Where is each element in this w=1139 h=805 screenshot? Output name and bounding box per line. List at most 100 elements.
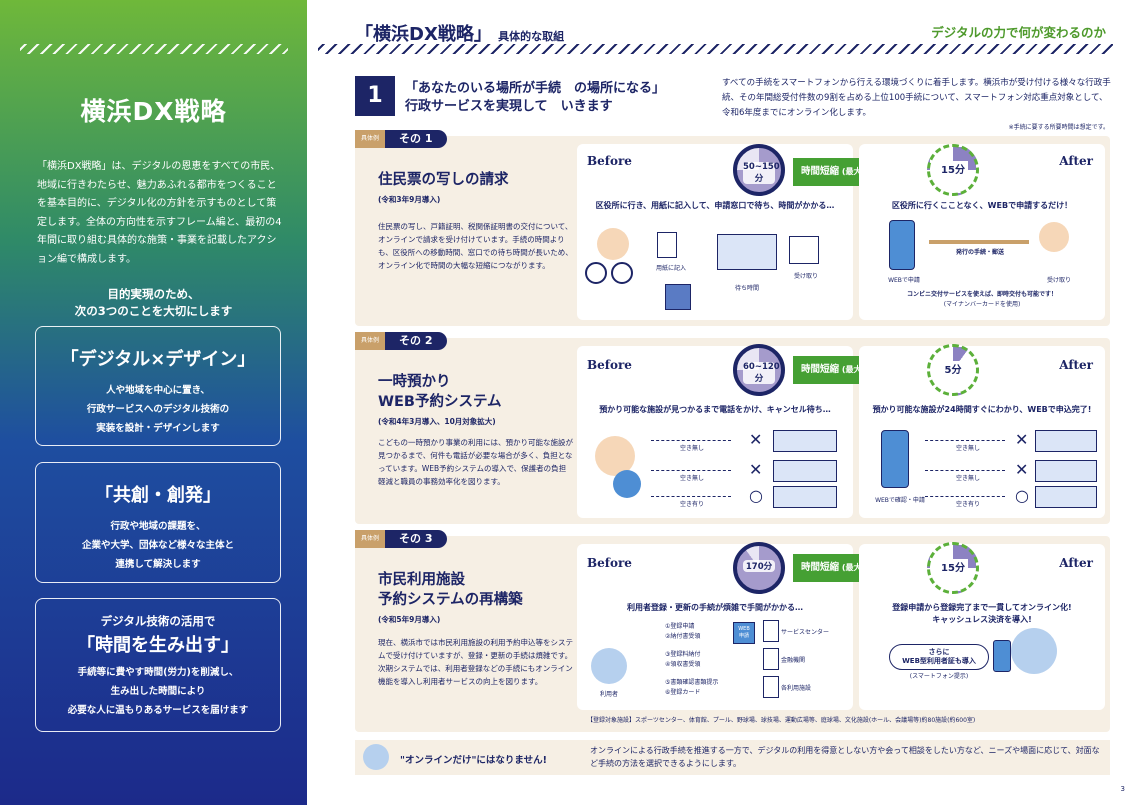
case-title: 市民利用施設 予約システムの再構築 — [378, 572, 523, 608]
chevron-band — [318, 44, 1113, 54]
counter-icon — [717, 234, 777, 270]
page-number: 3 — [1120, 785, 1125, 793]
status-label: 空き無し — [955, 475, 980, 482]
step-label: ③登録料納付 — [665, 651, 701, 658]
case-tag-small: 具体例 — [355, 332, 386, 350]
before-label: Before — [587, 556, 632, 570]
after-time: 15分 — [938, 559, 968, 574]
child-icon — [613, 470, 641, 498]
theme-line-1: 「あなたのいる場所が手続 の場所になる」 — [405, 81, 666, 96]
principle-heading: 「共創・創発」 — [95, 485, 221, 506]
dashed-line — [925, 496, 1005, 497]
smartphone-icon — [889, 220, 915, 270]
step-label: ①登録申請 — [665, 623, 695, 630]
step-label: ②納付書受領 — [665, 633, 701, 640]
principle-line: 実装を設計・デザインします — [96, 423, 220, 434]
before-caption: 預かり可能な施設が見つかるまで電話をかけ、キャンセル待ち… — [599, 405, 831, 414]
dashed-line — [925, 440, 1005, 441]
parent-icon — [595, 436, 635, 476]
principle-line: 必要な人に温もりあるサービスを届けます — [67, 705, 249, 716]
case-tag-small: 具体例 — [355, 130, 386, 148]
step-label: 受け取り — [1046, 277, 1071, 284]
cross-icon: ✕ — [749, 460, 763, 479]
principle-heading: 「デジタル×デザイン」 — [60, 349, 256, 370]
case-title: 住民票の写しの請求 — [378, 172, 509, 188]
facility-icon — [1035, 460, 1097, 482]
principle-line: 連携して解決します — [115, 559, 201, 570]
before-time: 60~120分 — [743, 362, 780, 384]
principle-line: 行政や地域の課題を、 — [110, 521, 206, 532]
principle-line: 行政サービスへのデジタル技術の — [86, 404, 230, 415]
chevron-band — [20, 44, 288, 54]
principle-text: 手続等に費やす時間(労力)を削減し、 生み出した時間により 必要な人に温もりある… — [36, 663, 280, 720]
case-date: (令和4年3月導入、10月対象拡大) — [378, 417, 496, 426]
theme-number: 1 — [355, 76, 395, 116]
after-time: 5分 — [938, 361, 968, 376]
footer-note: "オンラインだけ"にはなりません! オンラインによる行政手続を推進する一方で、デ… — [355, 740, 1110, 775]
dashed-line — [651, 470, 731, 471]
user-icon — [591, 648, 627, 684]
place-label: サービスセンター — [781, 629, 830, 636]
case-description: 住民票の写し、戸籍証明、税関係証明書の交付について、オンラインで請求を受け付けて… — [378, 222, 573, 270]
form-icon — [657, 232, 677, 258]
dashed-line — [651, 440, 731, 441]
principle-heading: 「時間を生み出す」 — [77, 635, 239, 656]
sidebar-intro: 「横浜DX戦略」は、デジタルの恩恵をすべての市民、地域に行きわたらせ、魅力あふれ… — [37, 161, 282, 265]
web-apply-icon: WEB 申請 — [733, 622, 755, 644]
bank-icon — [763, 648, 779, 670]
smartphone-icon — [881, 430, 909, 488]
after-label: After — [1059, 154, 1093, 168]
person-icon — [597, 228, 629, 260]
case-tag-label: その 3 — [385, 530, 447, 548]
case-title: 一時預かり WEB予約システム — [378, 374, 502, 410]
principle-text: 人や地域を中心に置き、 行政サービスへのデジタル技術の 実装を設計・デザインしま… — [36, 381, 280, 438]
after-time-dial: 15分 — [927, 144, 979, 196]
case-date: (令和5年9月導入) — [378, 615, 441, 624]
after-bubble-sub: (スマートフォン提示) — [909, 673, 969, 680]
theme-description: すべての手続をスマートフォンから行える環境づくりに着手します。横浜市が受け付ける… — [722, 78, 1111, 118]
step-label: 発行の手続・郵送 — [955, 249, 1004, 256]
cross-icon: ✕ — [1015, 430, 1029, 449]
place-label: 各利用施設 — [781, 685, 812, 692]
before-panel: Before 預かり可能な施設が見つかるまで電話をかけ、キャンセル待ち… 空き無… — [577, 346, 853, 518]
step-label: 待ち時間 — [734, 285, 759, 292]
user-icon — [1011, 628, 1057, 674]
before-panel: Before 利用者登録・更新の手続が煩雑で手間がかかる… 利用者 ①登録申請 … — [577, 544, 853, 710]
sidebar: 横浜DX戦略 「横浜DX戦略」は、デジタルの恩恵をすべての市民、地域に行きわたら… — [0, 0, 307, 805]
principle-box-1: 「デジタル×デザイン」 人や地域を中心に置き、 行政サービスへのデジタル技術の … — [35, 326, 281, 446]
header-tagline: デジタルの力で何が変わるのか — [931, 25, 1106, 40]
cross-icon: ✕ — [749, 430, 763, 449]
step-label: ④領収書受領 — [665, 661, 701, 668]
after-caption: 区役所に行くこことなく、WEBで申請するだけ！ — [891, 201, 1073, 210]
after-step-label: WEBで確認・申請 — [875, 497, 925, 504]
page-title: 「横浜DX戦略」 具体的な取組 — [355, 20, 564, 46]
theme-note: ※手続に要する所要時間は想定です。 — [1008, 124, 1109, 131]
before-caption: 区役所に行き、用紙に記入して、申請窓口で待ち、時間がかかる… — [595, 201, 835, 210]
page-subtitle: 具体的な取組 — [498, 30, 565, 43]
arrow-main: 時間短縮 — [801, 562, 840, 573]
after-panel: After 登録申請から登録完了まで一貫してオンライン化! キャッシュレス決済を… — [859, 544, 1105, 710]
facility-footnote: 【登録対象施設】スポーツセンター、体育館、プール、野球場、球技場、運動広場等、庭… — [587, 717, 976, 724]
bicycle-icon — [585, 262, 607, 284]
cross-icon: ✕ — [1015, 460, 1029, 479]
page-title-main: 「横浜DX戦略」 — [355, 24, 492, 45]
case-date: (令和3年9月導入) — [378, 195, 441, 204]
goal-line-1: 目的実現のため、 — [107, 287, 200, 301]
sidebar-goal: 目的実現のため、 次の3つのことを大切にします — [0, 286, 307, 320]
bicycle-icon — [611, 262, 633, 284]
theme-line-2: 行政サービスを実現して いきます — [405, 99, 613, 114]
step-label: WEBで申請 — [888, 277, 920, 284]
facility-icon — [773, 460, 837, 482]
case-description: 現在、横浜市では市民利用施設の利用予約申込等をシステムで受け付けていますが、登録… — [378, 638, 573, 686]
document-icon — [789, 236, 819, 264]
after-caption: 登録申請から登録完了まで一貫してオンライン化! キャッシュレス決済を導入! — [892, 603, 1072, 624]
principle-box-2: 「共創・創発」 行政や地域の課題を、 企業や大学、団体など様々な主体と 連携して… — [35, 462, 281, 583]
after-label: After — [1059, 556, 1093, 570]
facility-icon — [1035, 486, 1097, 508]
smartphone-icon — [993, 640, 1011, 672]
after-panel: After 預かり可能な施設が24時間すぐにわかり、WEBで申込完了! WEBで… — [859, 346, 1105, 518]
footer-left: "オンラインだけ"にはなりません! — [400, 755, 547, 766]
facility-icon — [773, 486, 837, 508]
after-bubble: さらに WEB型利用者証も導入 — [889, 644, 989, 670]
facility-icon — [773, 430, 837, 452]
